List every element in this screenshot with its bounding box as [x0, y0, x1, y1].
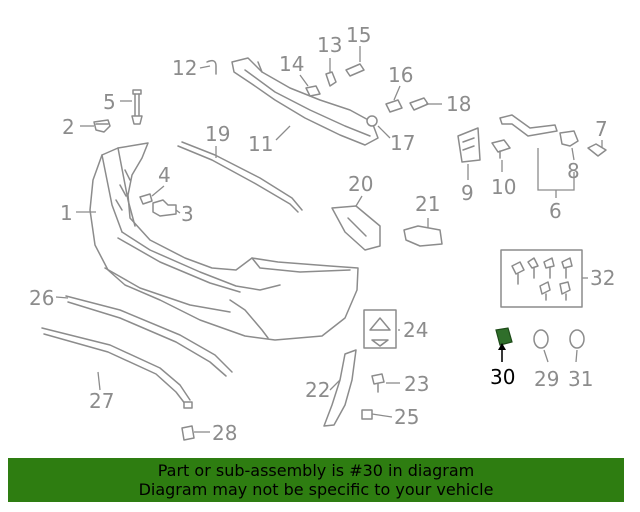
part-24-reflector	[363, 309, 397, 349]
part-5-bolt	[131, 89, 143, 125]
callout-16: 16	[388, 63, 413, 87]
part-8-clip	[559, 130, 579, 147]
callout-18: 18	[446, 92, 471, 116]
banner-line-2: Diagram may not be specific to your vehi…	[138, 480, 494, 499]
callout-31: 31	[568, 367, 593, 391]
callout-6: 6	[549, 199, 562, 223]
callout-10: 10	[491, 175, 516, 199]
callout-21: 21	[415, 192, 440, 216]
callout-25: 25	[394, 405, 419, 429]
callout-30-highlighted: 30	[490, 365, 515, 389]
part-9-bracket	[457, 127, 481, 163]
banner-line-1: Part or sub-assembly is #30 in diagram	[157, 461, 475, 480]
part-12-clip	[206, 59, 217, 75]
callout-12: 12	[172, 56, 197, 80]
callout-15: 15	[346, 23, 371, 47]
part-10-bolt	[491, 139, 511, 159]
leader-lines	[55, 46, 603, 433]
callout-4: 4	[158, 163, 171, 187]
part-7-screw	[587, 143, 607, 157]
part-29-seal	[533, 329, 549, 349]
callout-17: 17	[390, 131, 415, 155]
callout-labels: 1 2 3 4 5 6 7 8 9 10 11 12 13 14 15 16 1…	[29, 23, 615, 445]
part-18-bolt	[409, 97, 429, 111]
part-1-bumper-cover	[89, 142, 359, 341]
callout-1: 1	[60, 201, 73, 225]
callout-29: 29	[534, 367, 559, 391]
part-17-nut	[366, 115, 378, 127]
part-4-clip	[139, 193, 153, 205]
part-2-clip	[93, 119, 111, 133]
callout-11: 11	[248, 132, 273, 156]
part-11-reinforcement	[231, 57, 379, 146]
part-14-clip	[305, 85, 321, 97]
callout-23: 23	[404, 372, 429, 396]
callout-5: 5	[103, 90, 116, 114]
part-16-bracket	[385, 99, 403, 113]
part-26-molding	[65, 295, 233, 377]
callout-27: 27	[89, 389, 114, 413]
callout-13: 13	[317, 33, 342, 57]
callout-20: 20	[348, 172, 373, 196]
part-15-bolt	[345, 63, 365, 77]
callout-30-arrowhead	[498, 343, 506, 350]
part-30-highlighted	[495, 327, 513, 346]
part-25-clip	[361, 409, 373, 420]
part-31-seal	[569, 329, 585, 349]
part-20-housing	[331, 205, 381, 251]
callout-28: 28	[212, 421, 237, 445]
callout-14: 14	[279, 52, 304, 76]
callout-2: 2	[62, 115, 75, 139]
callout-26: 26	[29, 286, 54, 310]
part-19-trim-strip	[177, 141, 303, 213]
part-22-garnish	[323, 349, 357, 427]
part-28-bolt	[181, 425, 195, 441]
callout-24: 24	[403, 318, 428, 342]
part-21-bracket	[403, 225, 443, 247]
callout-32: 32	[590, 266, 615, 290]
info-banner: Part or sub-assembly is #30 in diagram D…	[8, 458, 624, 502]
callout-8: 8	[567, 159, 580, 183]
part-32-hardware-kit	[500, 249, 583, 308]
callout-19: 19	[205, 122, 230, 146]
callout-9: 9	[461, 181, 474, 205]
part-6-side-bracket	[499, 114, 558, 137]
callout-22: 22	[305, 378, 330, 402]
part-13-bracket	[325, 71, 337, 87]
callout-3: 3	[181, 202, 194, 226]
part-23-bolt	[371, 373, 385, 393]
callout-7: 7	[595, 117, 608, 141]
parts-diagram: 1 2 3 4 5 6 7 8 9 10 11 12 13 14 15 16 1…	[29, 23, 615, 445]
part-27-skirt	[41, 327, 193, 409]
part-3-bracket	[152, 199, 177, 217]
